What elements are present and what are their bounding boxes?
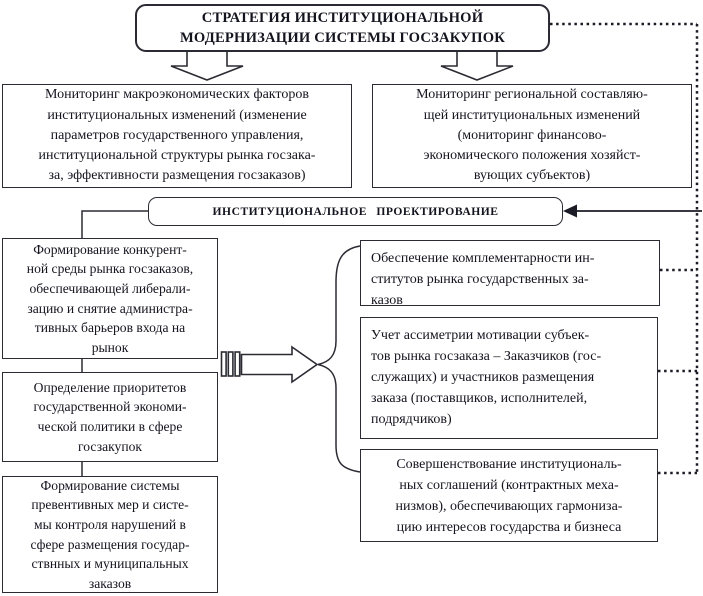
left-box-competitive-environment: Формирование конкурент- ной среды рынка … [2,238,218,359]
institutional-design-box: ИНСТИТУЦИОНАЛЬНОЕ ПРОЕКТИРОВАНИЕ [148,197,563,226]
left-box-2-text: Определение приоритетов государственной … [33,379,187,454]
monitoring-macro-box: Мониторинг макроэкономических факторов и… [2,84,352,188]
monitoring-regional-box: Мониторинг региональной составляю- щей и… [372,84,692,188]
right-block-arrow-icon [240,345,319,384]
left-box-3-text: Формирование системы превентивных мер и … [30,477,190,591]
right-box-2-text: Учет ассиметрии мотивации субъек- тов ры… [371,328,602,427]
right-box-complementarity: Обеспечение комплементарности ин- ститут… [360,240,660,308]
right-box-contract-mechanisms: Совершенствование институциональ- ных со… [360,449,658,542]
strategy-title-text: СТРАТЕГИЯ ИНСТИТУЦИОНАЛЬНОЙ МОДЕРНИЗАЦИИ… [179,10,506,46]
right-box-3-text: Совершенствование институциональ- ных со… [395,456,623,535]
down-arrow-left-icon [170,52,244,81]
left-box-1-text: Формирование конкурент- ной среды рынка … [26,241,194,355]
strategy-title-box: СТРАТЕГИЯ ИНСТИТУЦИОНАЛЬНОЙ МОДЕРНИЗАЦИИ… [135,4,550,52]
down-arrow-right-icon [440,52,514,81]
link-institutional-to-left-column [81,210,150,238]
brace-connector [317,245,361,473]
left-box-preventive-system: Формирование системы превентивных мер и … [2,476,218,593]
right-box-motivation-asymmetry: Учет ассиметрии мотивации субъек- тов ры… [360,317,658,439]
left-box-policy-priorities: Определение приоритетов государственной … [2,372,218,462]
monitoring-regional-text: Мониторинг региональной составляю- щей и… [416,87,648,184]
merge-bars-icon [220,351,241,377]
monitoring-macro-text: Мониторинг макроэкономических факторов и… [38,87,316,184]
institutional-design-text: ИНСТИТУЦИОНАЛЬНОЕ ПРОЕКТИРОВАНИЕ [212,205,499,218]
feedback-arrowhead-icon [563,204,577,218]
right-box-1-text: Обеспечение комплементарности ин- ститут… [371,251,595,308]
